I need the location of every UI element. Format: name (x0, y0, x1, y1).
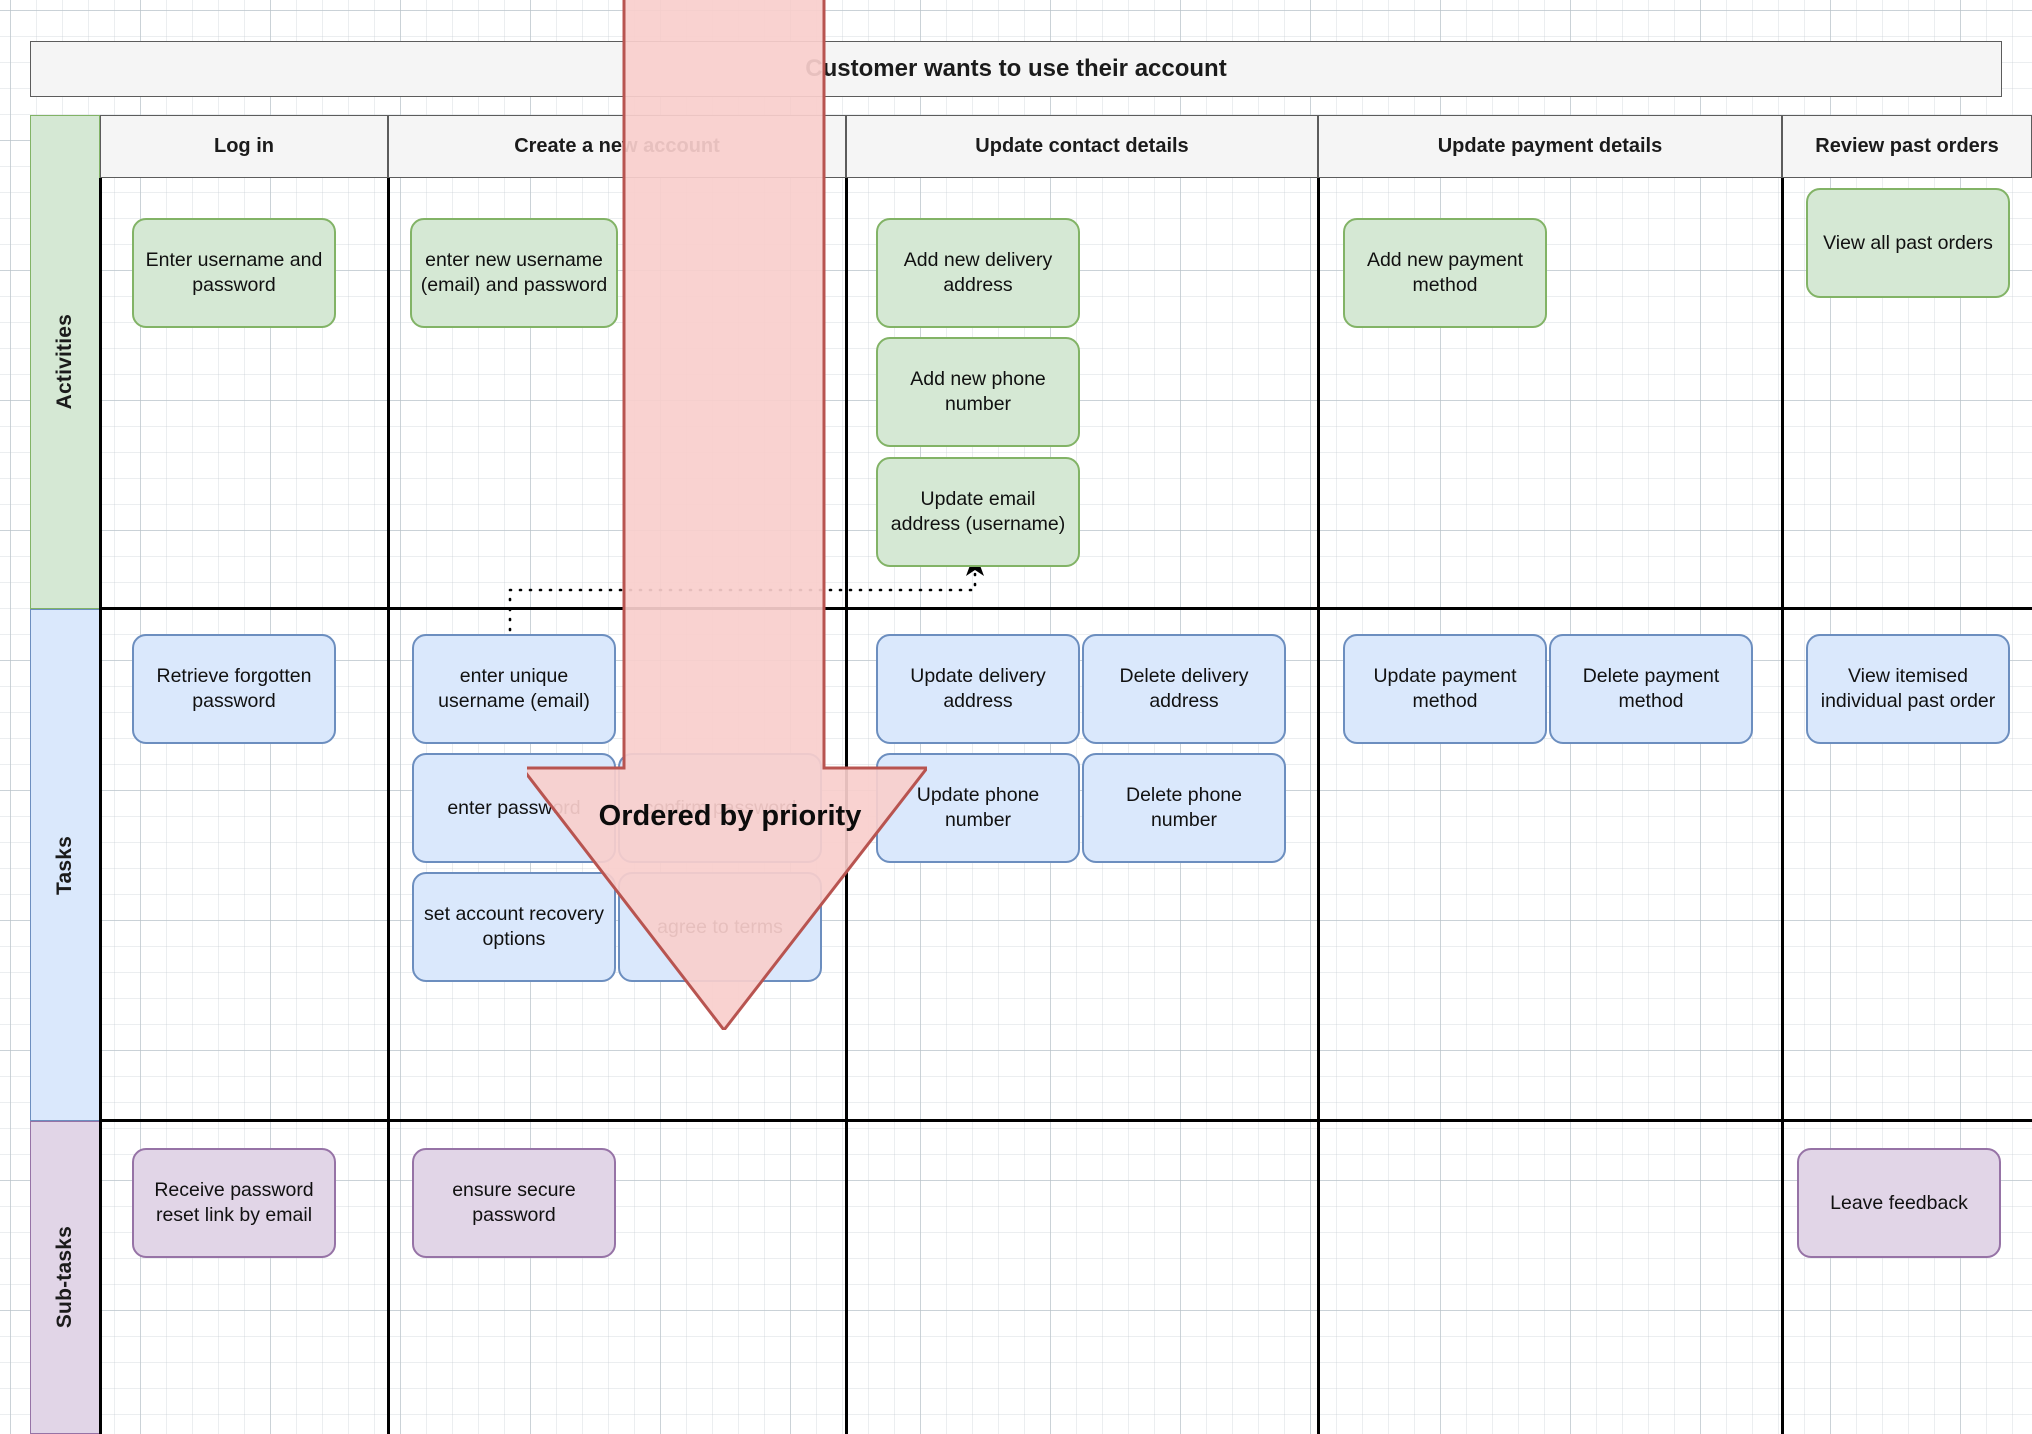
card-task-payment-details-1[interactable]: Delete payment method (1549, 634, 1753, 744)
card-activity-contact-details-1[interactable]: Add new phone number (876, 337, 1080, 447)
card-task-contact-details-3[interactable]: Delete phone number (1082, 753, 1286, 863)
lane-divider-activities-tasks (99, 607, 2032, 610)
card-task-contact-details-2[interactable]: Update phone number (876, 753, 1080, 863)
card-task-create-account-4[interactable]: agree to terms (618, 872, 822, 982)
board-title-bar: Customer wants to use their account (30, 41, 2002, 97)
lane-label-activities: Activities (30, 115, 100, 609)
column-divider-left-edge (99, 178, 102, 1434)
card-activity-past-orders-0[interactable]: View all past orders (1806, 188, 2010, 298)
card-activity-create-account-0[interactable]: enter new username (email) and password (410, 218, 618, 328)
card-subtask-past-orders-0[interactable]: Leave feedback (1797, 1148, 2001, 1258)
card-subtask-login-0[interactable]: Receive password reset link by email (132, 1148, 336, 1258)
column-divider-4 (1781, 178, 1784, 1434)
card-activity-payment-details-0[interactable]: Add new payment method (1343, 218, 1547, 328)
card-task-create-account-2[interactable]: confirm password (618, 753, 822, 863)
lane-label-subtasks: Sub-tasks (30, 1121, 100, 1434)
board-title: Customer wants to use their account (805, 55, 1227, 82)
card-activity-contact-details-0[interactable]: Add new delivery address (876, 218, 1080, 328)
card-task-past-orders-0[interactable]: View itemised individual past order (1806, 634, 2010, 744)
card-subtask-create-account-0[interactable]: ensure secure password (412, 1148, 616, 1258)
dependency-connector-line (508, 570, 977, 632)
column-header-update-contact-details: Update contact details (846, 115, 1318, 178)
card-activity-login-0[interactable]: Enter username and password (132, 218, 336, 328)
column-divider-1 (387, 178, 390, 1434)
column-divider-2 (845, 178, 848, 1434)
card-task-contact-details-1[interactable]: Delete delivery address (1082, 634, 1286, 744)
card-task-create-account-0[interactable]: enter unique username (email) (412, 634, 616, 744)
lane-divider-tasks-subtasks (99, 1119, 2032, 1122)
card-task-create-account-3[interactable]: set account recovery options (412, 872, 616, 982)
card-task-login-0[interactable]: Retrieve forgotten password (132, 634, 336, 744)
card-task-contact-details-0[interactable]: Update delivery address (876, 634, 1080, 744)
column-header-review-past-orders: Review past orders (1782, 115, 2032, 178)
lane-label-subtasks-text: Sub-tasks (53, 1226, 76, 1329)
card-activity-contact-details-2[interactable]: Update email address (username) (876, 457, 1080, 567)
lane-label-activities-text: Activities (53, 314, 76, 410)
lane-label-tasks-text: Tasks (53, 835, 76, 895)
column-header-create-a-new-account: Create a new account (388, 115, 846, 178)
lane-label-tasks: Tasks (30, 609, 100, 1121)
card-task-payment-details-0[interactable]: Update payment method (1343, 634, 1547, 744)
column-header-update-payment-details: Update payment details (1318, 115, 1782, 178)
column-header-log-in: Log in (100, 115, 388, 178)
column-divider-3 (1317, 178, 1320, 1434)
card-task-create-account-1[interactable]: enter password (412, 753, 616, 863)
